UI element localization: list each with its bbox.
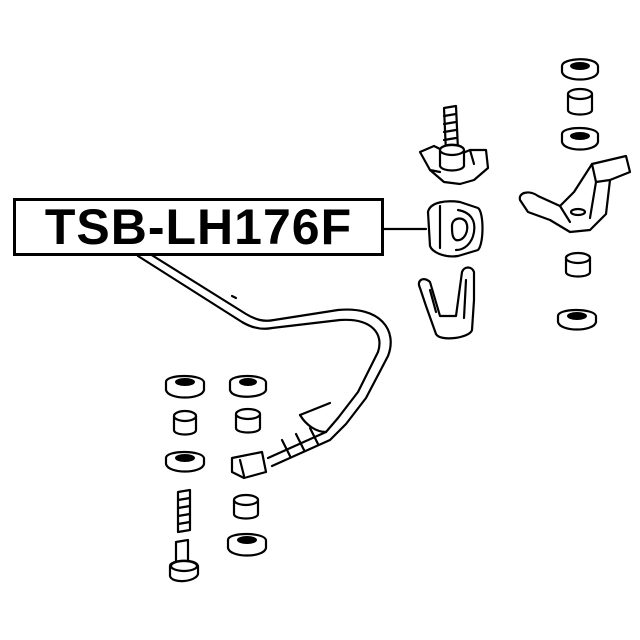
left-bushing <box>172 409 198 436</box>
part-number-label: TSB-LH176F <box>13 198 384 256</box>
upper-bracket <box>418 104 490 186</box>
right-nut-top <box>560 58 600 81</box>
stabilizer-bushing <box>426 200 484 258</box>
right-bushing-bottom <box>564 251 592 278</box>
center-nut-top <box>228 374 268 398</box>
right-washer-top <box>560 126 600 151</box>
stabilizer-bar <box>136 252 392 468</box>
left-stud <box>176 488 192 534</box>
u-clamp <box>417 266 476 340</box>
left-washer-top <box>164 374 206 399</box>
right-bushing-top <box>566 87 594 116</box>
bar-end-bushing <box>230 450 268 480</box>
left-bolt <box>168 538 200 583</box>
center-bushing-bottom <box>232 493 260 520</box>
center-nut-bottom <box>226 532 268 557</box>
center-bushing-top <box>234 407 262 434</box>
right-washer-bottom <box>556 308 598 331</box>
right-bracket <box>518 154 632 234</box>
left-washer-mid <box>164 450 206 473</box>
